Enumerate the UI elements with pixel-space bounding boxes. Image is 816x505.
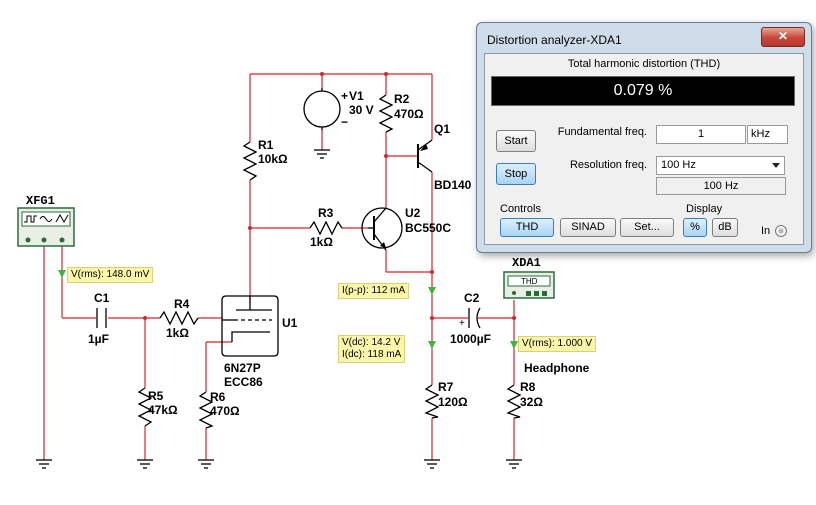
probe-vin: V(rms): 148.0 mV xyxy=(67,267,154,283)
r8-ref: R8 xyxy=(520,380,536,394)
r2-ref: R2 xyxy=(394,92,410,106)
c2-ref: C2 xyxy=(464,291,480,305)
start-button[interactable]: Start xyxy=(496,130,536,152)
resolution-freq-select[interactable]: 100 Hz xyxy=(656,156,785,175)
r5-value: 47kΩ xyxy=(148,403,178,417)
probe-vdc: V(dc): 14.2 V xyxy=(342,337,401,348)
resistor-r4-symbol[interactable] xyxy=(159,310,199,326)
vacuum-tube-u1[interactable] xyxy=(221,295,279,357)
r7-ref: R7 xyxy=(438,380,454,394)
input-terminal-label: In xyxy=(761,225,771,237)
fundamental-freq-unit[interactable]: kHz xyxy=(747,125,788,144)
fundamental-freq-input[interactable]: 1 xyxy=(656,125,746,144)
wires xyxy=(43,73,515,460)
resistor-r7-symbol[interactable] xyxy=(424,384,440,419)
probe-idc: I(dc): 118 mA xyxy=(342,349,402,360)
distortion-analyzer-xda1-icon[interactable] xyxy=(503,271,555,299)
u1-type1: 6N27P xyxy=(224,361,261,375)
v1-minus: − xyxy=(341,115,348,129)
thd-display: 0.079 % xyxy=(491,76,795,106)
r4-value: 1kΩ xyxy=(166,326,189,340)
ground-symbols xyxy=(36,149,522,469)
window-client-area: Total harmonic distortion (THD) 0.079 % … xyxy=(484,53,804,245)
window-title: Distortion analyzer-XDA1 xyxy=(487,33,622,47)
capacitor-c1-symbol[interactable] xyxy=(96,308,107,328)
percent-display-button[interactable]: % xyxy=(683,218,707,237)
probe-arrows xyxy=(58,270,518,349)
fundamental-freq-label: Fundamental freq. xyxy=(557,126,647,138)
thd-title: Total harmonic distortion (THD) xyxy=(567,58,721,70)
u2-type: BC550C xyxy=(405,221,451,235)
r7-value: 120Ω xyxy=(438,395,468,409)
u2-ref: U2 xyxy=(405,206,421,220)
c2-plus: + xyxy=(459,318,465,329)
u1-ref: U1 xyxy=(282,316,298,330)
v1-plus: + xyxy=(341,89,348,103)
resolution-freq-selected: 100 Hz xyxy=(661,159,696,171)
set-button[interactable]: Set... xyxy=(620,218,674,237)
resolution-freq-readout: 100 Hz xyxy=(656,177,786,195)
function-generator-xfg1[interactable] xyxy=(17,207,75,247)
chevron-down-icon xyxy=(772,163,780,168)
q1-type: BD140 xyxy=(434,178,472,192)
sinad-mode-button[interactable]: SINAD xyxy=(560,218,616,237)
probe-dc: V(dc): 14.2 V I(dc): 118 mA xyxy=(338,335,406,363)
thd-mode-button[interactable]: THD xyxy=(500,218,554,237)
r8-value: 32Ω xyxy=(520,395,543,409)
resolution-freq-label: Resolution freq. xyxy=(569,159,647,171)
r3-ref: R3 xyxy=(318,206,334,220)
resistor-r3-symbol[interactable] xyxy=(309,220,343,236)
r1-ref: R1 xyxy=(258,138,274,152)
junction-dots xyxy=(143,72,516,320)
q1-ref: Q1 xyxy=(434,122,450,136)
xda1-ref: XDA1 xyxy=(512,256,541,270)
capacitor-c2-symbol[interactable] xyxy=(468,307,481,329)
r3-value: 1kΩ xyxy=(310,235,333,249)
xda1-thd-label: THD xyxy=(521,277,538,286)
dc-source-v1[interactable] xyxy=(303,88,341,130)
resistor-r5-symbol[interactable] xyxy=(137,387,153,427)
resistor-r2-symbol[interactable] xyxy=(378,94,394,133)
stop-button[interactable]: Stop xyxy=(496,163,536,185)
input-terminal-icon[interactable] xyxy=(775,225,787,237)
transistor-q1[interactable] xyxy=(417,139,433,173)
c1-ref: C1 xyxy=(94,291,110,305)
resistor-r1-symbol[interactable] xyxy=(242,141,258,181)
headphone-label: Headphone xyxy=(524,361,590,375)
c1-value: 1µF xyxy=(88,332,109,346)
controls-group-label: Controls xyxy=(500,203,541,215)
display-group-label: Display xyxy=(686,203,723,215)
v1-ref: V1 xyxy=(349,89,364,103)
r6-ref: R6 xyxy=(210,390,226,404)
xfg1-label: XFG1 xyxy=(26,194,55,208)
r2-value: 470Ω xyxy=(394,107,424,121)
db-display-button[interactable]: dB xyxy=(712,218,738,237)
close-button[interactable]: ✕ xyxy=(761,27,805,47)
u1-type2: ECC86 xyxy=(224,375,263,389)
distortion-analyzer-window: Distortion analyzer-XDA1 ✕ Total harmoni… xyxy=(476,22,812,253)
transistor-u2[interactable] xyxy=(361,207,403,251)
probe-ipp: I(p-p): 112 mA xyxy=(338,283,410,299)
probe-vout: V(rms): 1.000 V xyxy=(518,336,597,352)
r4-ref: R4 xyxy=(174,297,190,311)
r6-value: 470Ω xyxy=(210,404,240,418)
c2-value: 1000µF xyxy=(450,332,491,346)
resistor-r8-symbol[interactable] xyxy=(506,384,522,419)
r5-ref: R5 xyxy=(148,389,164,403)
resistor-r6-symbol[interactable] xyxy=(198,391,214,429)
r1-value: 10kΩ xyxy=(258,152,288,166)
v1-value: 30 V xyxy=(349,103,374,117)
